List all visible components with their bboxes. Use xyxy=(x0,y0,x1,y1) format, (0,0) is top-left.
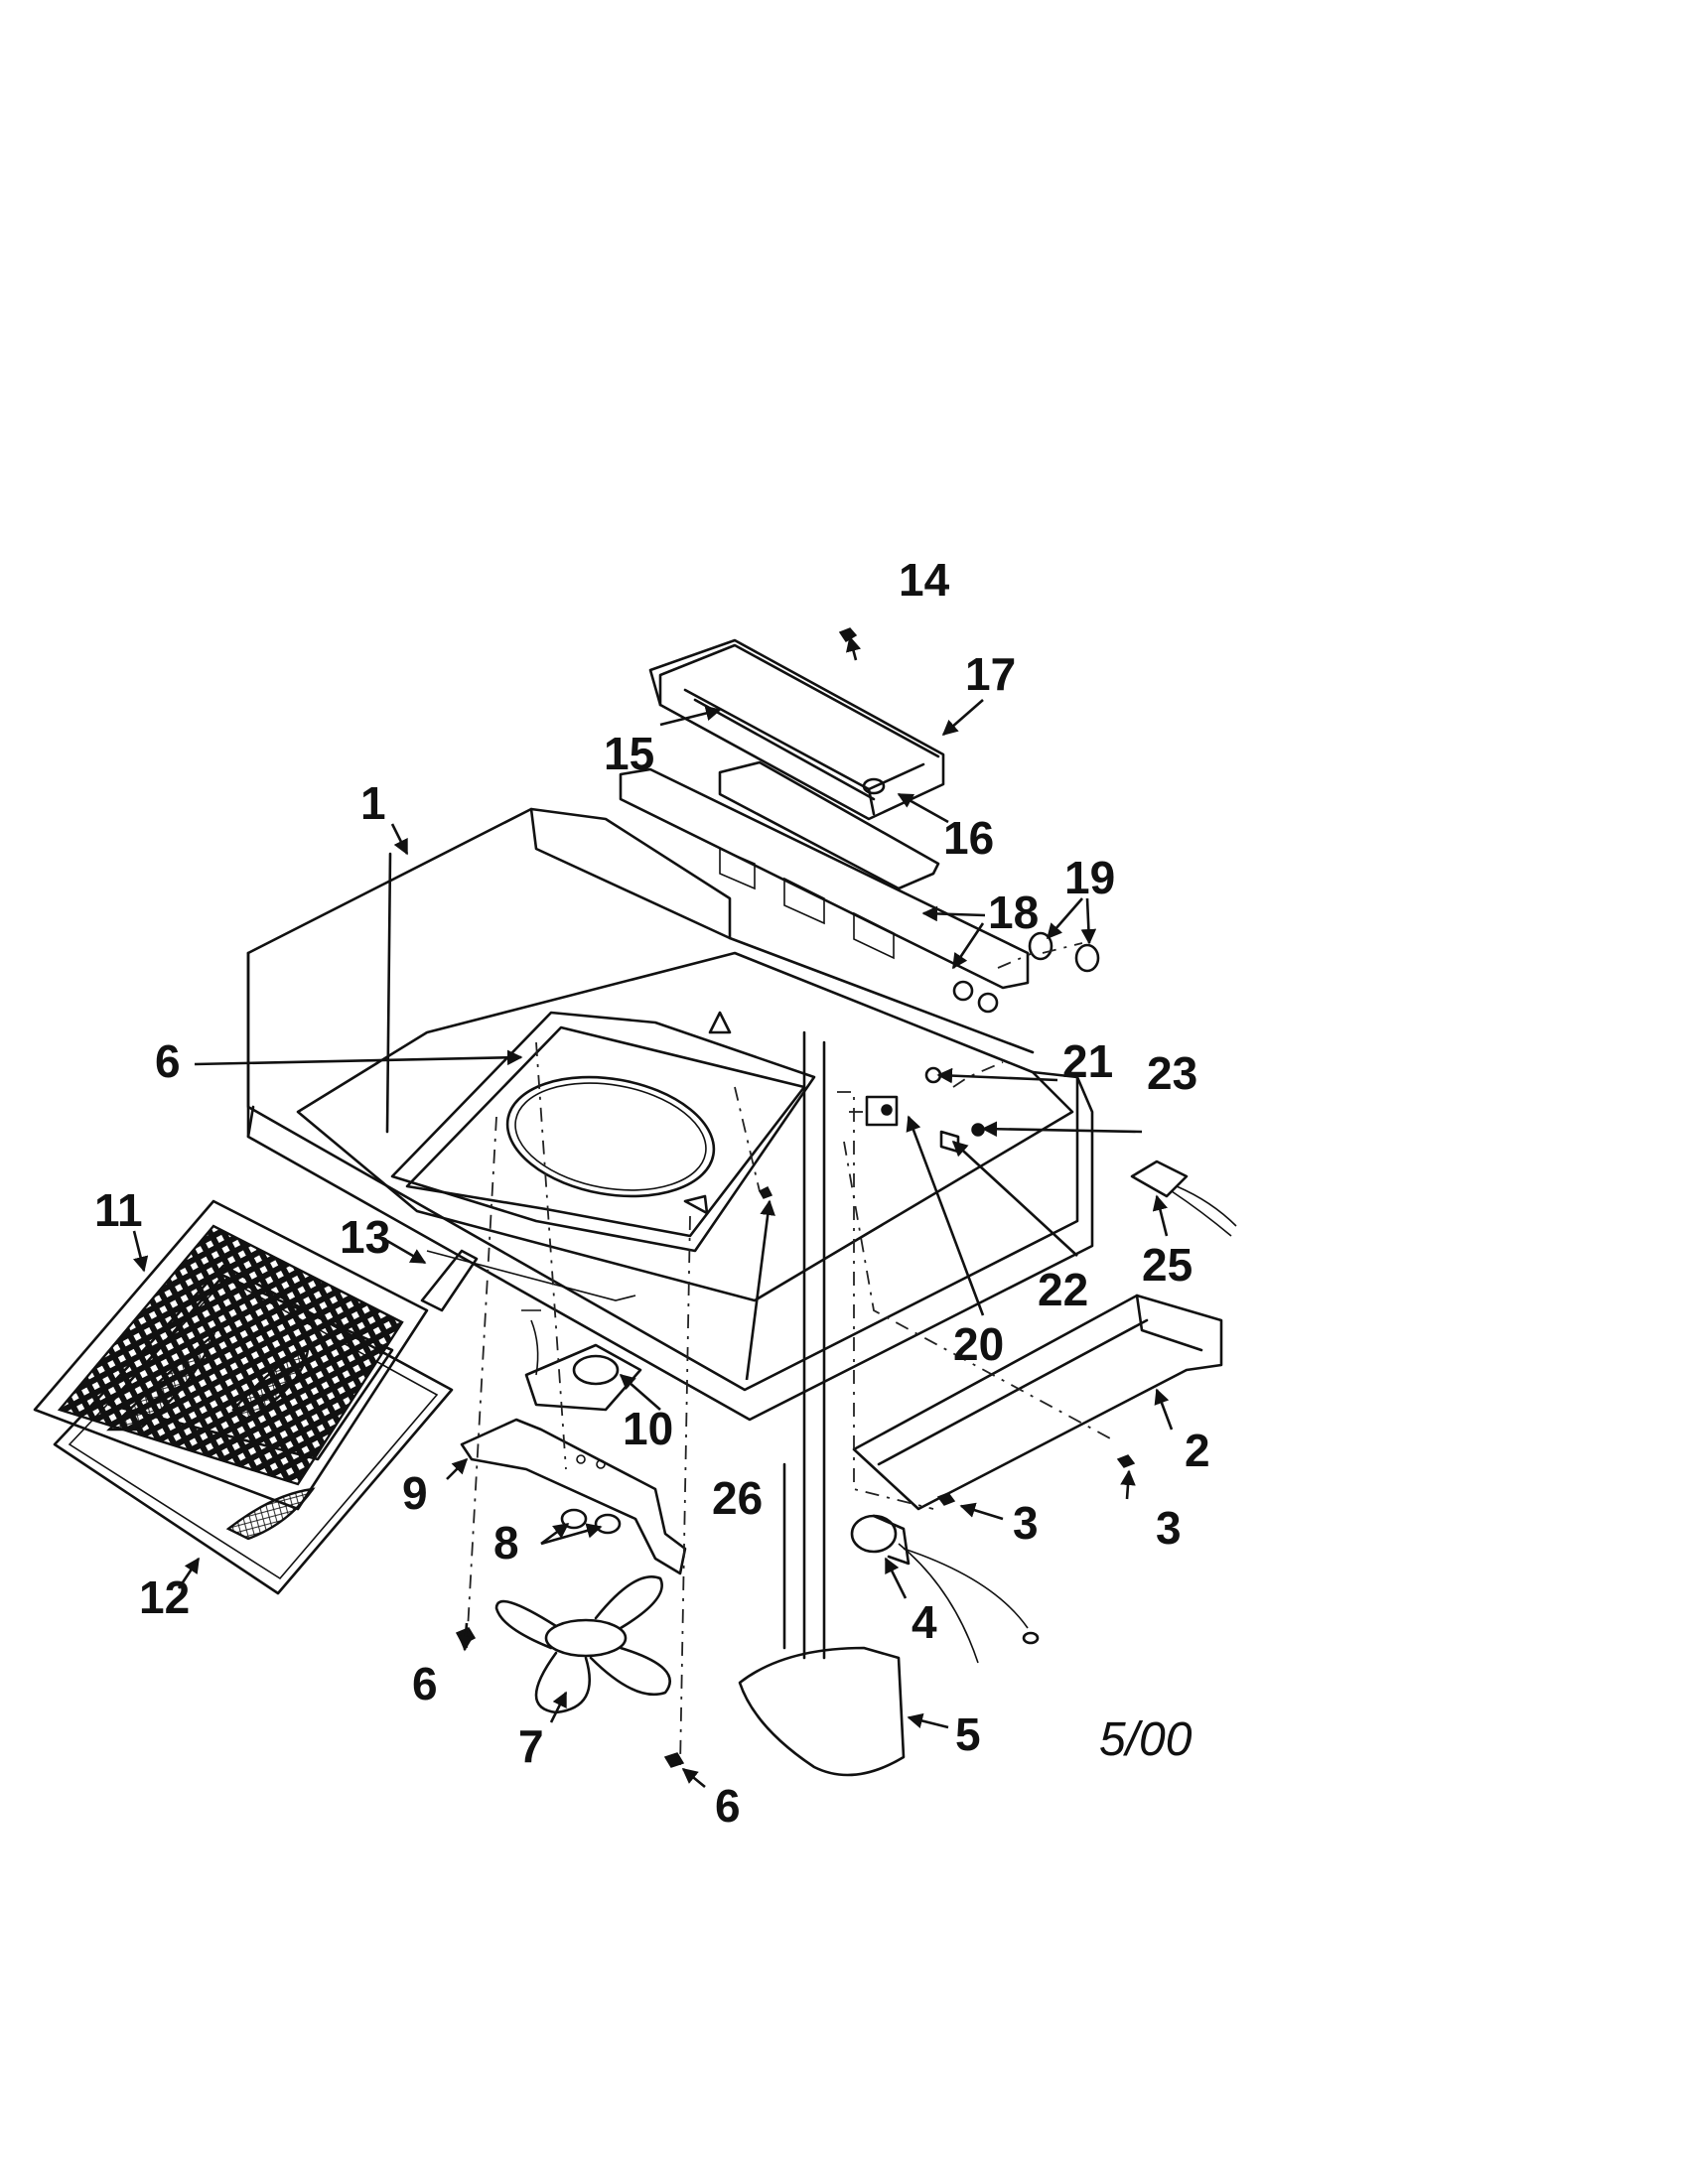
wire-channel-part xyxy=(738,1030,906,1777)
callout-22: 22 xyxy=(1038,1264,1088,1315)
terminal-block-part xyxy=(1130,1160,1237,1237)
mesh-filter-part xyxy=(53,1264,454,1595)
lamp-socket-part xyxy=(850,1514,1040,1664)
callout-17: 17 xyxy=(965,648,1016,700)
leader-lines xyxy=(132,635,1174,1789)
revision-date: 5/00 xyxy=(1099,1713,1193,1766)
hood-body-part xyxy=(246,807,1094,1422)
callout-14: 14 xyxy=(899,554,950,606)
callout-26: 26 xyxy=(712,1472,763,1524)
callout-8: 8 xyxy=(493,1517,519,1569)
callout-3b: 3 xyxy=(1156,1502,1182,1554)
control-panel-part xyxy=(619,767,1030,1014)
callout-16: 16 xyxy=(943,812,994,864)
callout-7: 7 xyxy=(518,1720,544,1772)
fan-blade-part xyxy=(494,1575,671,1714)
callout-3a: 3 xyxy=(1013,1497,1039,1549)
callout-11: 11 xyxy=(94,1184,143,1236)
callout-6c: 6 xyxy=(715,1780,741,1832)
callout-18: 18 xyxy=(988,887,1039,938)
callout-19: 19 xyxy=(1064,852,1115,903)
assembly-lines xyxy=(466,942,1113,1768)
callout-2: 2 xyxy=(1185,1425,1210,1476)
mounting-clip-part xyxy=(420,1249,479,1312)
callout-5: 5 xyxy=(955,1708,981,1760)
switch-assembly-part xyxy=(865,1066,985,1154)
callout-10: 10 xyxy=(623,1403,673,1454)
callout-12: 12 xyxy=(139,1571,190,1623)
callout-25: 25 xyxy=(1142,1239,1193,1291)
screw-fasteners xyxy=(455,627,1136,1768)
callout-21: 21 xyxy=(1062,1035,1113,1087)
callout-6b: 6 xyxy=(412,1658,438,1709)
callout-23: 23 xyxy=(1147,1047,1197,1099)
callout-1: 1 xyxy=(360,777,386,829)
callout-9: 9 xyxy=(402,1467,428,1519)
cover-box-part xyxy=(648,638,945,821)
callout-6a: 6 xyxy=(155,1035,181,1087)
callout-15: 15 xyxy=(604,728,654,779)
charcoal-plate-part xyxy=(718,760,940,890)
control-knob-part xyxy=(1028,931,1100,973)
callout-13: 13 xyxy=(340,1211,390,1263)
callout-labels: 1 2 3 3 4 5 6 6 6 7 8 9 10 11 12 13 14 1… xyxy=(94,554,1210,1832)
callout-4: 4 xyxy=(912,1596,937,1648)
damper-bracket-part xyxy=(852,1294,1223,1511)
motor-bracket-part xyxy=(460,1418,687,1575)
callout-20: 20 xyxy=(953,1318,1004,1370)
